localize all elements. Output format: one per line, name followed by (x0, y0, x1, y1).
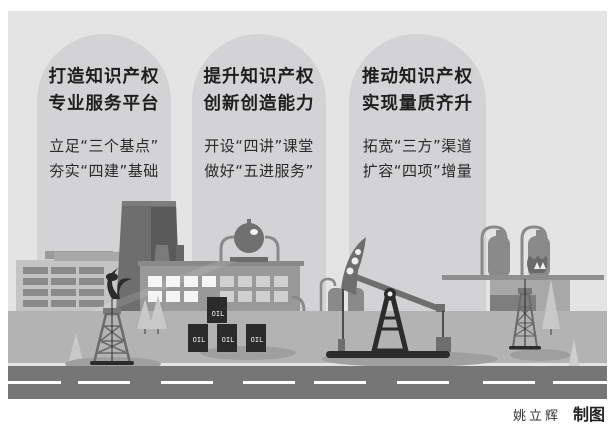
oil-barrel-icon: OIL (217, 324, 237, 352)
illustration-credit: 姚立辉制图 (513, 401, 605, 425)
oil-barrel-icon: OIL (246, 324, 266, 352)
infographic-panel: 打造知识产权 专业服务平台 立足“三个基点” 夯实“四建”基础 提升知识产权 创… (8, 11, 607, 399)
refinery-tank-icon (442, 225, 604, 320)
pillar-title: 推动知识产权 实现量质齐升 (349, 64, 486, 118)
pillar-subtitle: 立足“三个基点” 夯实“四建”基础 (37, 134, 171, 184)
pillar-subtitle: 开设“四讲”课堂 做好“五进服务” (192, 134, 326, 184)
pillar-title-line: 打造知识产权 (48, 67, 160, 87)
oil-barrel-icon: OIL (188, 324, 208, 352)
pillar-title-line: 推动知识产权 (362, 67, 473, 87)
pillar-title-line: 实现量质齐升 (362, 94, 473, 114)
pillar-subtitle-line: 扩容“四项”增量 (362, 162, 473, 180)
industrial-scene: OIL OIL OIL OIL (8, 201, 607, 399)
pillar-subtitle-line: 做好“五进服务” (204, 162, 314, 180)
oil-barrel-icon: OIL (207, 297, 227, 323)
pillar-title-line: 提升知识产权 (203, 67, 315, 87)
pillar-subtitle-line: 立足“三个基点” (49, 137, 159, 155)
pillar-title-line: 专业服务平台 (48, 94, 160, 114)
barrel-label: OIL (251, 336, 264, 344)
pillar-subtitle-line: 夯实“四建”基础 (49, 162, 159, 180)
pillar-title-line: 创新创造能力 (203, 94, 315, 114)
oil-derrick-icon (509, 279, 570, 361)
factory-icon (68, 219, 306, 320)
road-icon (8, 366, 607, 399)
ground (8, 311, 607, 363)
oil-barrel-stack: OIL OIL OIL OIL (188, 297, 296, 360)
credit-author: 姚立辉 (512, 409, 561, 424)
pillar-subtitle-line: 开设“四讲”课堂 (204, 137, 314, 155)
barrel-label: OIL (212, 310, 225, 318)
barrel-label: OIL (222, 336, 235, 344)
pillar-title: 提升知识产权 创新创造能力 (192, 64, 326, 118)
credit-role: 制图 (572, 405, 605, 424)
pumpjack-icon (322, 237, 498, 367)
pillar-title: 打造知识产权 专业服务平台 (37, 64, 171, 118)
pillar-subtitle: 拓宽“三方”渠道 扩容“四项”增量 (349, 134, 486, 184)
pillar-subtitle-line: 拓宽“三方”渠道 (362, 137, 473, 155)
flame-icon (527, 255, 548, 273)
barrel-label: OIL (193, 336, 206, 344)
pillar-2: 提升知识产权 创新创造能力 开设“四讲”课堂 做好“五进服务” (192, 34, 326, 334)
